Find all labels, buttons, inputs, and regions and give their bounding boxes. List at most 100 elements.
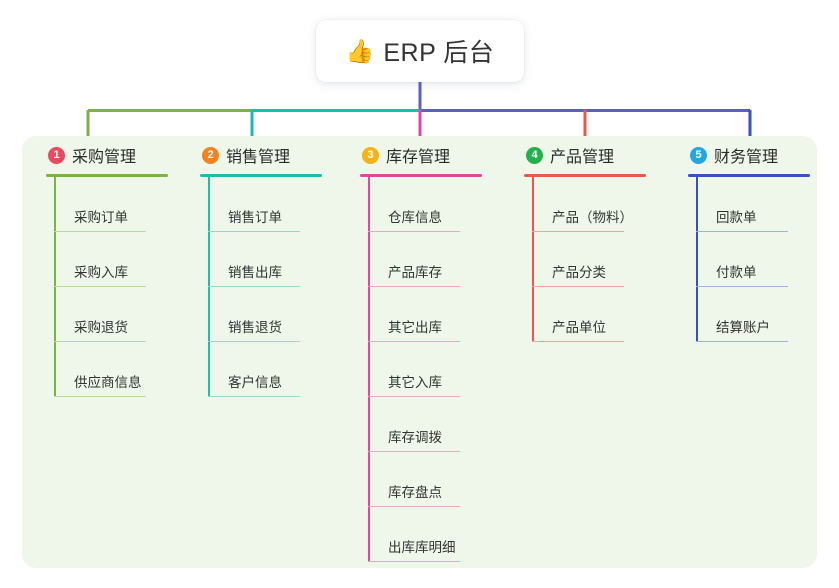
branch-item[interactable]: 付款单 — [688, 232, 839, 287]
branch-column-采购管理: 1 采购管理采购订单采购入库采购退货供应商信息 — [46, 136, 206, 397]
branch-item[interactable]: 产品库存 — [360, 232, 520, 287]
branch-item-underline — [54, 230, 146, 232]
branch-items: 采购订单采购入库采购退货供应商信息 — [46, 177, 206, 397]
branch-item[interactable]: 采购入库 — [46, 232, 206, 287]
branch-item-underline — [208, 285, 300, 287]
branch-header-underline — [200, 174, 322, 177]
branch-item-label: 产品库存 — [388, 264, 442, 280]
branch-item-underline — [532, 340, 624, 342]
branch-item[interactable]: 供应商信息 — [46, 342, 206, 397]
branch-items: 仓库信息产品库存其它出库其它入库库存调拨库存盘点出库库明细 — [360, 177, 520, 562]
branch-item-underline — [54, 285, 146, 287]
branch-item-underline — [696, 285, 788, 287]
branch-item-underline — [368, 560, 460, 562]
thumbs-up-icon: 👍 — [345, 37, 375, 64]
branch-item-underline — [208, 395, 300, 397]
branch-item-underline — [208, 230, 300, 232]
branch-item-underline — [368, 505, 460, 507]
branch-item-label: 采购订单 — [74, 209, 128, 225]
branch-spine — [696, 177, 698, 342]
branch-item-label: 库存调拨 — [388, 429, 442, 445]
branch-item-label: 供应商信息 — [74, 374, 142, 390]
branch-item[interactable]: 客户信息 — [200, 342, 360, 397]
branch-item[interactable]: 销售出库 — [200, 232, 360, 287]
branch-item[interactable]: 销售退货 — [200, 287, 360, 342]
branch-number-badge: 5 — [690, 146, 707, 164]
branch-item-label: 结算账户 — [716, 319, 770, 335]
branch-item-underline — [368, 450, 460, 452]
branch-number-badge: 3 — [362, 146, 379, 164]
branch-item[interactable]: 其它入库 — [360, 342, 520, 397]
branch-header-underline — [360, 174, 482, 177]
branch-item-label: 其它入库 — [388, 374, 442, 390]
branch-item[interactable]: 出库库明细 — [360, 507, 520, 562]
branch-item-label: 库存盘点 — [388, 484, 442, 500]
branch-item[interactable]: 采购订单 — [46, 177, 206, 232]
branch-title: 销售管理 — [226, 149, 291, 166]
branch-header-财务管理[interactable]: 5 财务管理 — [688, 136, 839, 174]
branch-item[interactable]: 回款单 — [688, 177, 839, 232]
root-node[interactable]: 👍 ERP 后台 — [316, 20, 524, 82]
branch-item-underline — [54, 340, 146, 342]
branch-item-label: 出库库明细 — [388, 539, 456, 555]
branch-item[interactable]: 仓库信息 — [360, 177, 520, 232]
branch-spine — [532, 177, 534, 342]
branch-item-underline — [532, 285, 624, 287]
branch-item-underline — [54, 395, 146, 397]
branch-item[interactable]: 其它出库 — [360, 287, 520, 342]
branch-item-label: 销售退货 — [228, 319, 282, 335]
branch-title: 库存管理 — [386, 149, 451, 166]
branch-item-underline — [696, 230, 788, 232]
branch-item-label: 产品（物料） — [552, 209, 633, 225]
root-title: ERP 后台 — [383, 39, 495, 67]
branch-item-label: 回款单 — [716, 209, 757, 225]
branch-item-underline — [368, 230, 460, 232]
branch-item[interactable]: 产品分类 — [524, 232, 684, 287]
branch-item-label: 产品单位 — [552, 319, 606, 335]
branch-item-underline — [368, 395, 460, 397]
branch-item-label: 仓库信息 — [388, 209, 442, 225]
branch-items: 产品（物料） 产品分类产品单位 — [524, 177, 684, 342]
branch-item[interactable]: 产品（物料） — [524, 177, 684, 232]
branch-item-underline — [696, 340, 788, 342]
branch-spine — [368, 177, 370, 562]
branch-header-underline — [688, 174, 810, 177]
branch-items: 销售订单销售出库销售退货客户信息 — [200, 177, 360, 397]
branch-header-underline — [524, 174, 646, 177]
branches-panel — [22, 136, 817, 568]
branch-item[interactable]: 采购退货 — [46, 287, 206, 342]
branch-number-badge: 2 — [202, 146, 219, 164]
branch-number-badge: 1 — [48, 146, 65, 164]
branch-item-label: 其它出库 — [388, 319, 442, 335]
branch-header-销售管理[interactable]: 2 销售管理 — [200, 136, 360, 174]
branch-items: 回款单付款单结算账户 — [688, 177, 839, 342]
branch-title: 采购管理 — [72, 149, 137, 166]
branch-item[interactable]: 结算账户 — [688, 287, 839, 342]
branch-item-label: 采购入库 — [74, 264, 128, 280]
branch-item-underline — [208, 340, 300, 342]
branch-spine — [208, 177, 210, 397]
branch-item[interactable]: 产品单位 — [524, 287, 684, 342]
branch-column-销售管理: 2 销售管理销售订单销售出库销售退货客户信息 — [200, 136, 360, 397]
branch-header-underline — [46, 174, 168, 177]
branch-number-badge: 4 — [526, 146, 543, 164]
branch-item-label: 客户信息 — [228, 374, 282, 390]
root-node-content: 👍 ERP 后台 — [346, 33, 495, 69]
branch-item[interactable]: 库存调拨 — [360, 397, 520, 452]
branch-item[interactable]: 销售订单 — [200, 177, 360, 232]
branch-header-库存管理[interactable]: 3 库存管理 — [360, 136, 520, 174]
branch-item-label: 销售订单 — [228, 209, 282, 225]
branch-item-underline — [532, 230, 624, 232]
branch-columns: 1 采购管理采购订单采购入库采购退货供应商信息 2 销售管理销售订单销售出库销售退货客… — [22, 136, 817, 568]
branch-column-财务管理: 5 财务管理回款单付款单结算账户 — [688, 136, 839, 342]
branch-item-underline — [368, 340, 460, 342]
branch-spine — [54, 177, 56, 397]
branch-item[interactable]: 库存盘点 — [360, 452, 520, 507]
branch-item-label: 销售出库 — [228, 264, 282, 280]
branch-title: 财务管理 — [714, 149, 779, 166]
branch-header-采购管理[interactable]: 1 采购管理 — [46, 136, 206, 174]
branch-item-label: 采购退货 — [74, 319, 128, 335]
